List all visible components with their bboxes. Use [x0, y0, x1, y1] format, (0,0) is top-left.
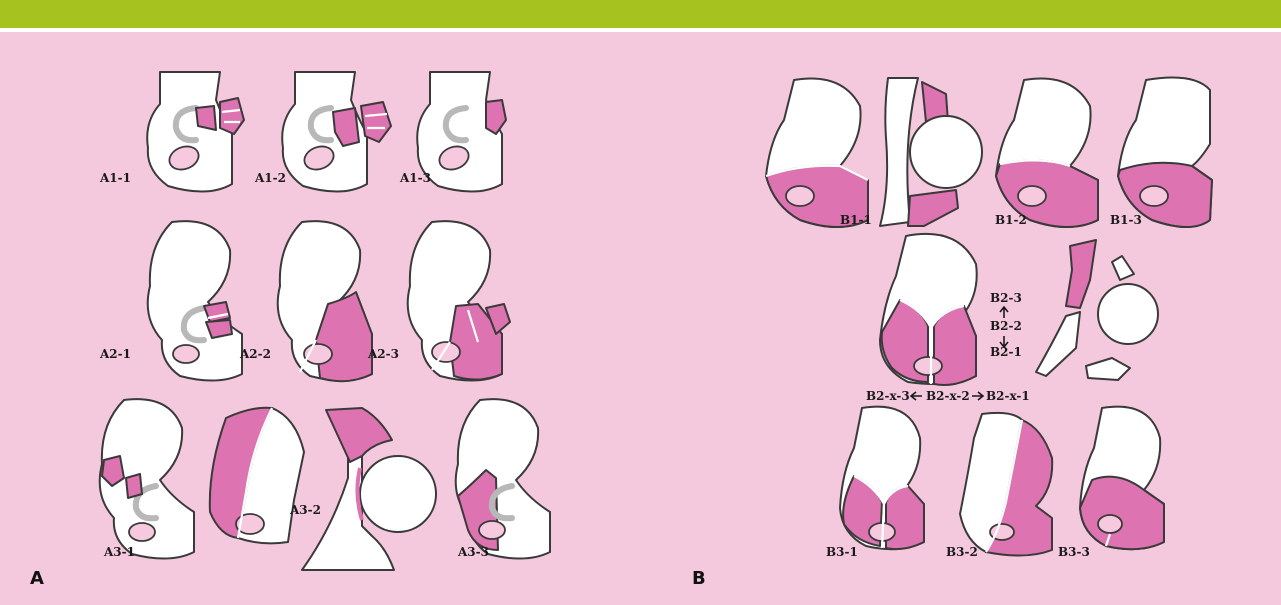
label-b2-x-3: B2-x-3 — [866, 389, 910, 403]
arrow-up-icon — [1000, 307, 1008, 318]
arrow-right-icon — [972, 392, 983, 400]
label-b2-3: B2-3 — [990, 291, 1022, 305]
diagram-b1-2 — [996, 78, 1098, 227]
diagram-b2-pelvis — [880, 234, 977, 385]
label-a1-1: A1-1 — [99, 171, 131, 185]
label-b3-1: B3-1 — [826, 545, 858, 559]
label-a2-3: A2-3 — [367, 347, 399, 361]
label-a1-3: A1-3 — [399, 171, 431, 185]
diagram-b3-3 — [1080, 407, 1164, 550]
diagram-a3-2-head — [302, 408, 436, 570]
label-b1-3: B1-3 — [1110, 213, 1142, 227]
panel-label-a: A — [30, 568, 44, 589]
label-b1-2: B1-2 — [995, 213, 1027, 227]
diagram-a3-2-column — [210, 408, 304, 544]
label-b1-1: B1-1 — [840, 213, 872, 227]
diagram-a2-2 — [278, 221, 372, 381]
label-b2-2: B2-2 — [990, 319, 1022, 333]
diagram-b3-2 — [960, 413, 1052, 556]
diagram-b1-1-pelvis — [766, 78, 868, 227]
arrow-left-icon — [911, 392, 922, 400]
panel-label-b: B — [692, 568, 706, 589]
label-a2-2: A2-2 — [239, 347, 271, 361]
diagram-a2-1 — [148, 221, 242, 380]
label-b3-3: B3-3 — [1058, 545, 1090, 559]
diagram-b3-1 — [840, 407, 924, 550]
label-a3-2: A3-2 — [289, 503, 321, 517]
diagram-a1-1 — [147, 72, 244, 192]
label-a3-1: A3-1 — [103, 545, 135, 559]
label-a1-2: A1-2 — [254, 171, 286, 185]
diagram-a3-1 — [100, 399, 194, 558]
diagram-a2-3 — [408, 221, 510, 380]
diagram-b2-fragments — [1036, 240, 1158, 380]
diagram-b1-1-column — [880, 78, 982, 226]
label-b2-1: B2-1 — [990, 345, 1022, 359]
label-b2-x-1: B2-x-1 — [986, 389, 1030, 403]
label-b2-x-2: B2-x-2 — [926, 389, 970, 403]
diagram-a3-3 — [456, 399, 550, 558]
diagram-a1-2 — [282, 72, 391, 192]
diagram-b1-3 — [1118, 78, 1212, 227]
label-b3-2: B3-2 — [946, 545, 978, 559]
label-a3-3: A3-3 — [457, 545, 489, 559]
label-a2-1: A2-1 — [99, 347, 131, 361]
